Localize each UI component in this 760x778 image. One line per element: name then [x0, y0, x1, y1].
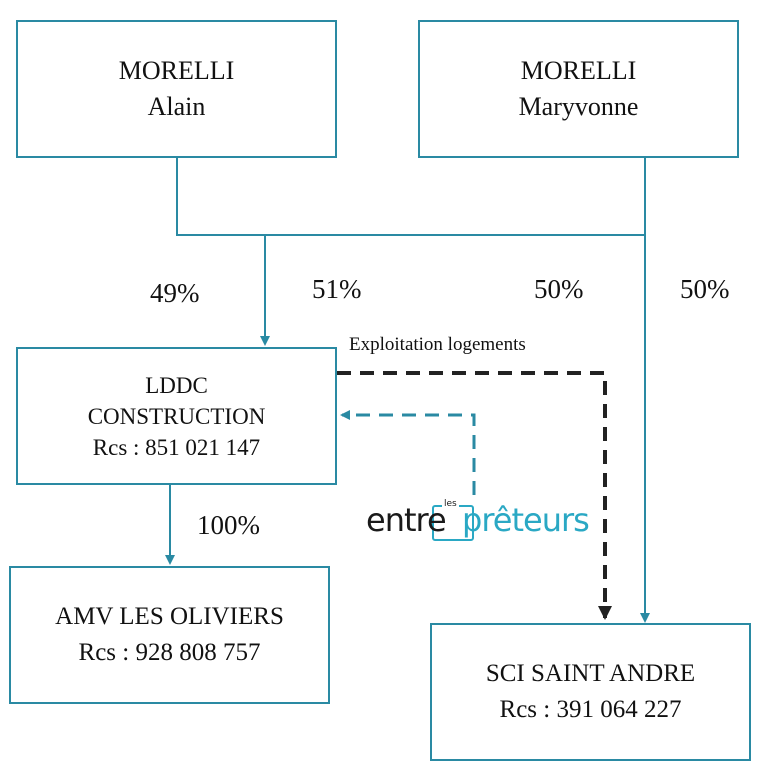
- node-amv-rcs: Rcs : 928 808 757: [78, 639, 261, 666]
- node-morelli-alain: MORELLI Alain: [16, 20, 337, 158]
- node-sci-saint-andre: SCI SAINT ANDRE Rcs : 391 064 227: [430, 623, 751, 761]
- label-alain-lddc-pct: 49%: [150, 278, 200, 308]
- lender-dashed-arrow: [340, 410, 476, 495]
- node-lddc-rcs: Rcs : 851 021 147: [92, 434, 261, 460]
- node-lddc-line1: LDDC: [145, 372, 208, 398]
- logo-word-entre: entre: [366, 501, 447, 539]
- label-alain-sci-pct: 50%: [534, 274, 584, 304]
- node-morelli-maryvonne: MORELLI Maryvonne: [418, 20, 739, 158]
- exploitation-dashed-arrow: [337, 371, 612, 620]
- node-sci-line1: SCI SAINT ANDRE: [485, 660, 696, 687]
- node-lddc-construction: LDDC CONSTRUCTION Rcs : 851 021 147: [16, 347, 337, 485]
- node-morelli-alain-name: MORELLI: [118, 56, 235, 85]
- node-lddc-line2: CONSTRUCTION: [87, 403, 266, 429]
- node-morelli-alain-first: Alain: [147, 92, 206, 121]
- logo-word-les: les: [442, 499, 459, 509]
- les-entrepreteurs-logo: entre prêteurs les: [366, 497, 590, 547]
- node-sci-rcs: Rcs : 391 064 227: [499, 696, 682, 723]
- label-exploitation-logements: Exploitation logements: [349, 334, 526, 355]
- node-morelli-maryvonne-name: MORELLI: [520, 56, 637, 85]
- node-amv-line1: AMV LES OLIVIERS: [55, 603, 284, 630]
- label-lddc-amv-pct: 100%: [197, 510, 260, 540]
- ownership-bus: [176, 157, 646, 236]
- node-amv-les-oliviers: AMV LES OLIVIERS Rcs : 928 808 757: [9, 566, 330, 704]
- logo-word-preteurs: prêteurs: [462, 501, 590, 539]
- node-morelli-maryvonne-first: Maryvonne: [518, 92, 639, 121]
- label-maryvonne-lddc-pct: 51%: [312, 274, 362, 304]
- label-maryvonne-sci-pct: 50%: [680, 274, 730, 304]
